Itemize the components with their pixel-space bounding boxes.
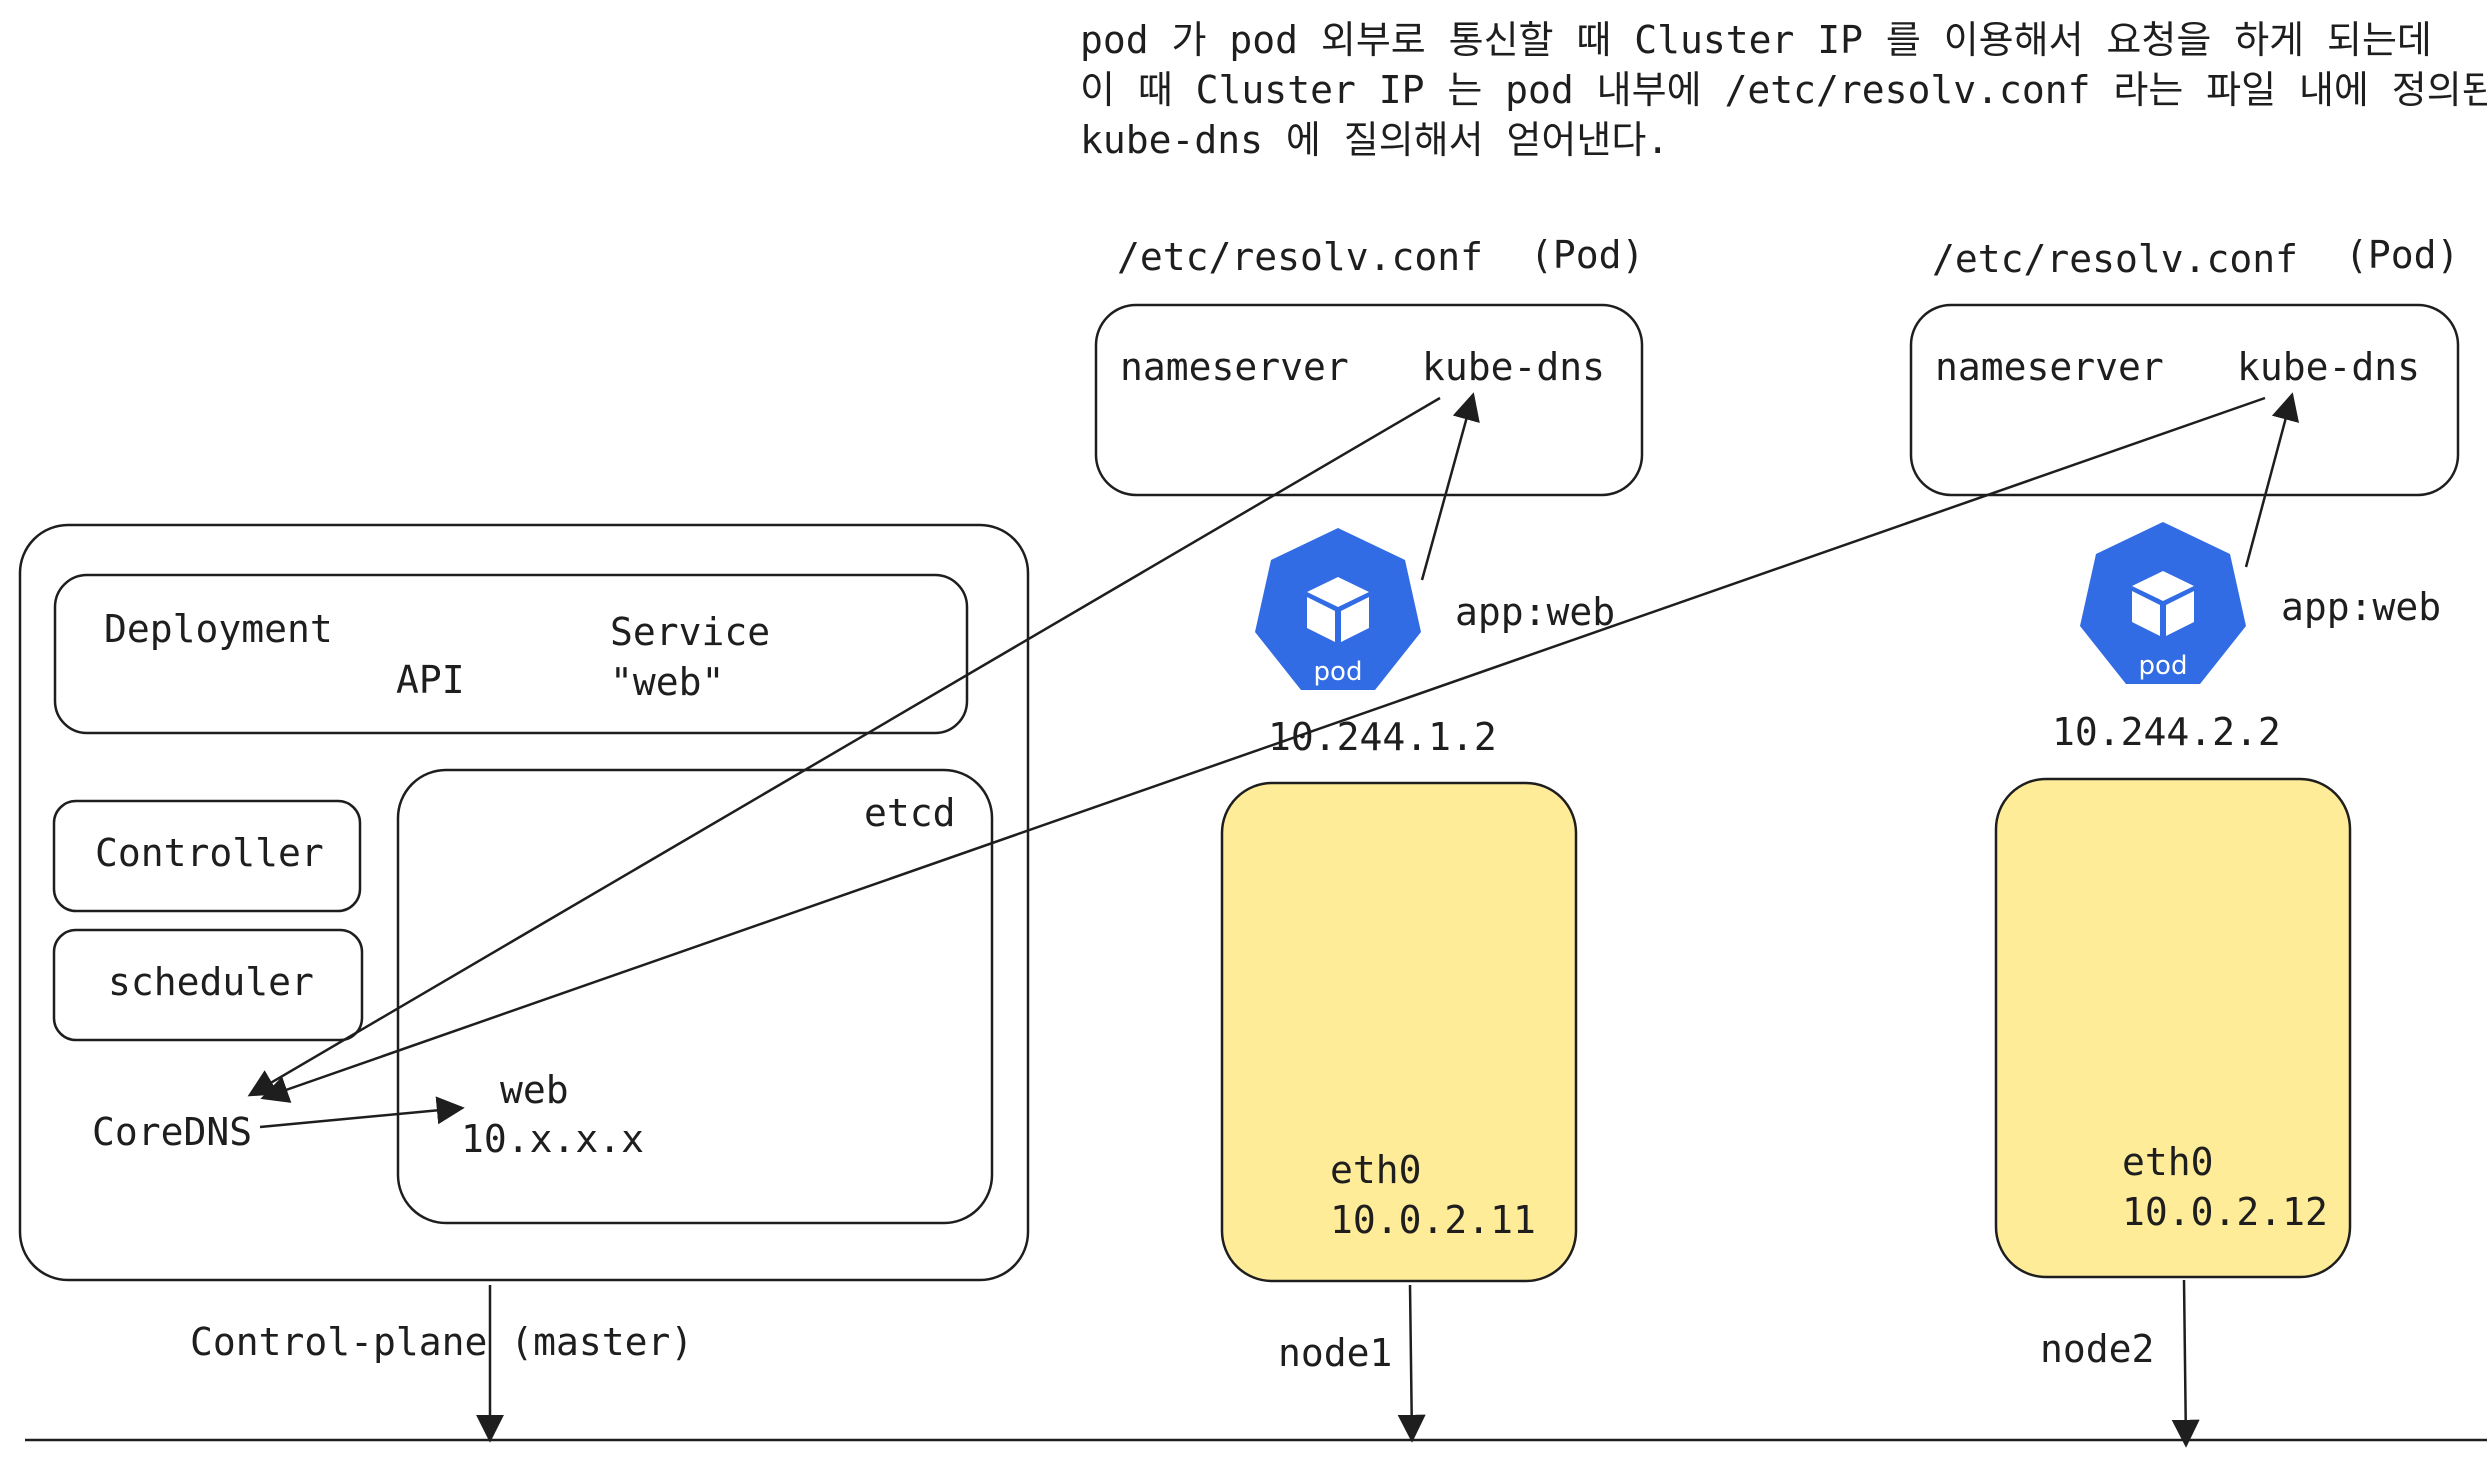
- scheduler-label: scheduler: [108, 960, 314, 1004]
- pod1-resolv-box: [1094, 303, 1644, 497]
- pod1-nameserver-value: kube-dns: [1422, 345, 1605, 389]
- pod1-cube-left: [1307, 597, 1335, 642]
- pod2-pod-ip: 10.244.2.2: [2052, 710, 2281, 754]
- pod1-resolv-tag: (Pod): [1530, 233, 1644, 277]
- node2-box: [1994, 777, 2352, 1279]
- pod2-cube-right: [2166, 591, 2194, 636]
- api-group-box: [53, 573, 969, 735]
- pod2-resolv-title: /etc/resolv.conf: [1932, 237, 2298, 281]
- node1-to-network-arrow: [1397, 1284, 1426, 1443]
- pod2-nameserver-value: kube-dns: [2237, 345, 2420, 389]
- etcd-box: [396, 768, 994, 1225]
- api-label: API: [396, 658, 465, 702]
- service-label: Service: [610, 610, 770, 654]
- pod1-resolv-title: /etc/resolv.conf: [1117, 235, 1483, 279]
- connector-arrows: [247, 392, 2300, 1448]
- etcd-label: etcd: [864, 791, 956, 835]
- pod2-nameserver-key: nameserver: [1935, 345, 2164, 389]
- etcd-record-name: web: [500, 1068, 569, 1112]
- etcd-record-ip: 10.x.x.x: [461, 1117, 644, 1161]
- pod1-pod-ip: 10.244.1.2: [1268, 715, 1497, 759]
- pod2-cube-top: [2132, 571, 2194, 601]
- header-line-1: pod 가 pod 외부로 통신할 때 Cluster IP 를 이용해서 요청…: [1080, 18, 2432, 62]
- node2-iface: eth0: [2122, 1140, 2214, 1184]
- pod1-app-label: app:web: [1455, 590, 1615, 634]
- pod1-icon-label: pod: [1314, 657, 1363, 687]
- pod2-resolv-tag: (Pod): [2345, 233, 2459, 277]
- pod1-cube-right: [1341, 597, 1369, 642]
- pod2-to-kube-dns-arrow: [2244, 392, 2300, 568]
- control-plane-box: [18, 523, 1030, 1282]
- control-plane-label: Control-plane (master): [190, 1320, 693, 1364]
- deployment-label: Deployment: [104, 607, 333, 651]
- pod1-nameserver-key: nameserver: [1120, 345, 1349, 389]
- pod2-dns-to-coredns-arrow: [260, 396, 2266, 1103]
- header-line-3: kube-dns 에 질의해서 얻어낸다.: [1080, 118, 1669, 162]
- node1-label: node1: [1278, 1331, 1392, 1375]
- node1-box: [1220, 781, 1578, 1283]
- pod2-cube-left: [2132, 591, 2160, 636]
- pod1-dns-to-coredns-arrow: [247, 396, 1441, 1097]
- pod2-resolv-box: [1909, 303, 2460, 497]
- scheduler-box: [52, 928, 364, 1042]
- pod1-pod-icon: pod: [1255, 528, 1421, 690]
- pod1-pod-heptagon: [1255, 528, 1421, 690]
- service-name-label: "web": [610, 660, 724, 704]
- node2-to-network-arrow: [2171, 1279, 2200, 1448]
- pod2-app-label: app:web: [2281, 585, 2441, 629]
- pod1-cube-top: [1307, 577, 1369, 607]
- header-note: pod 가 pod 외부로 통신할 때 Cluster IP 를 이용해서 요청…: [1080, 18, 2487, 162]
- pod1-to-kube-dns-arrow: [1420, 392, 1480, 581]
- header-line-2: 이 때 Cluster IP 는 pod 내부에 /etc/resolv.con…: [1080, 68, 2487, 112]
- controller-box: [52, 799, 362, 913]
- pod2-pod-icon: pod: [2080, 522, 2246, 684]
- pod2-icon-label: pod: [2139, 651, 2188, 681]
- control-plane: Deployment API Service "web" Controller …: [18, 523, 1030, 1364]
- coredns-label: CoreDNS: [92, 1110, 252, 1154]
- node2-label: node2: [2040, 1327, 2154, 1371]
- pod2-pod-heptagon: [2080, 522, 2246, 684]
- node2-iface-ip: 10.0.2.12: [2122, 1190, 2328, 1234]
- pod-node-1: /etc/resolv.conf (Pod) nameserver kube-d…: [1094, 233, 1644, 1375]
- coredns-to-etcd-arrow: [259, 1096, 465, 1129]
- node1-iface-ip: 10.0.2.11: [1330, 1198, 1536, 1242]
- controller-label: Controller: [95, 831, 324, 875]
- node1-iface: eth0: [1330, 1148, 1422, 1192]
- pod-node-2: /etc/resolv.conf (Pod) nameserver kube-d…: [1909, 233, 2460, 1371]
